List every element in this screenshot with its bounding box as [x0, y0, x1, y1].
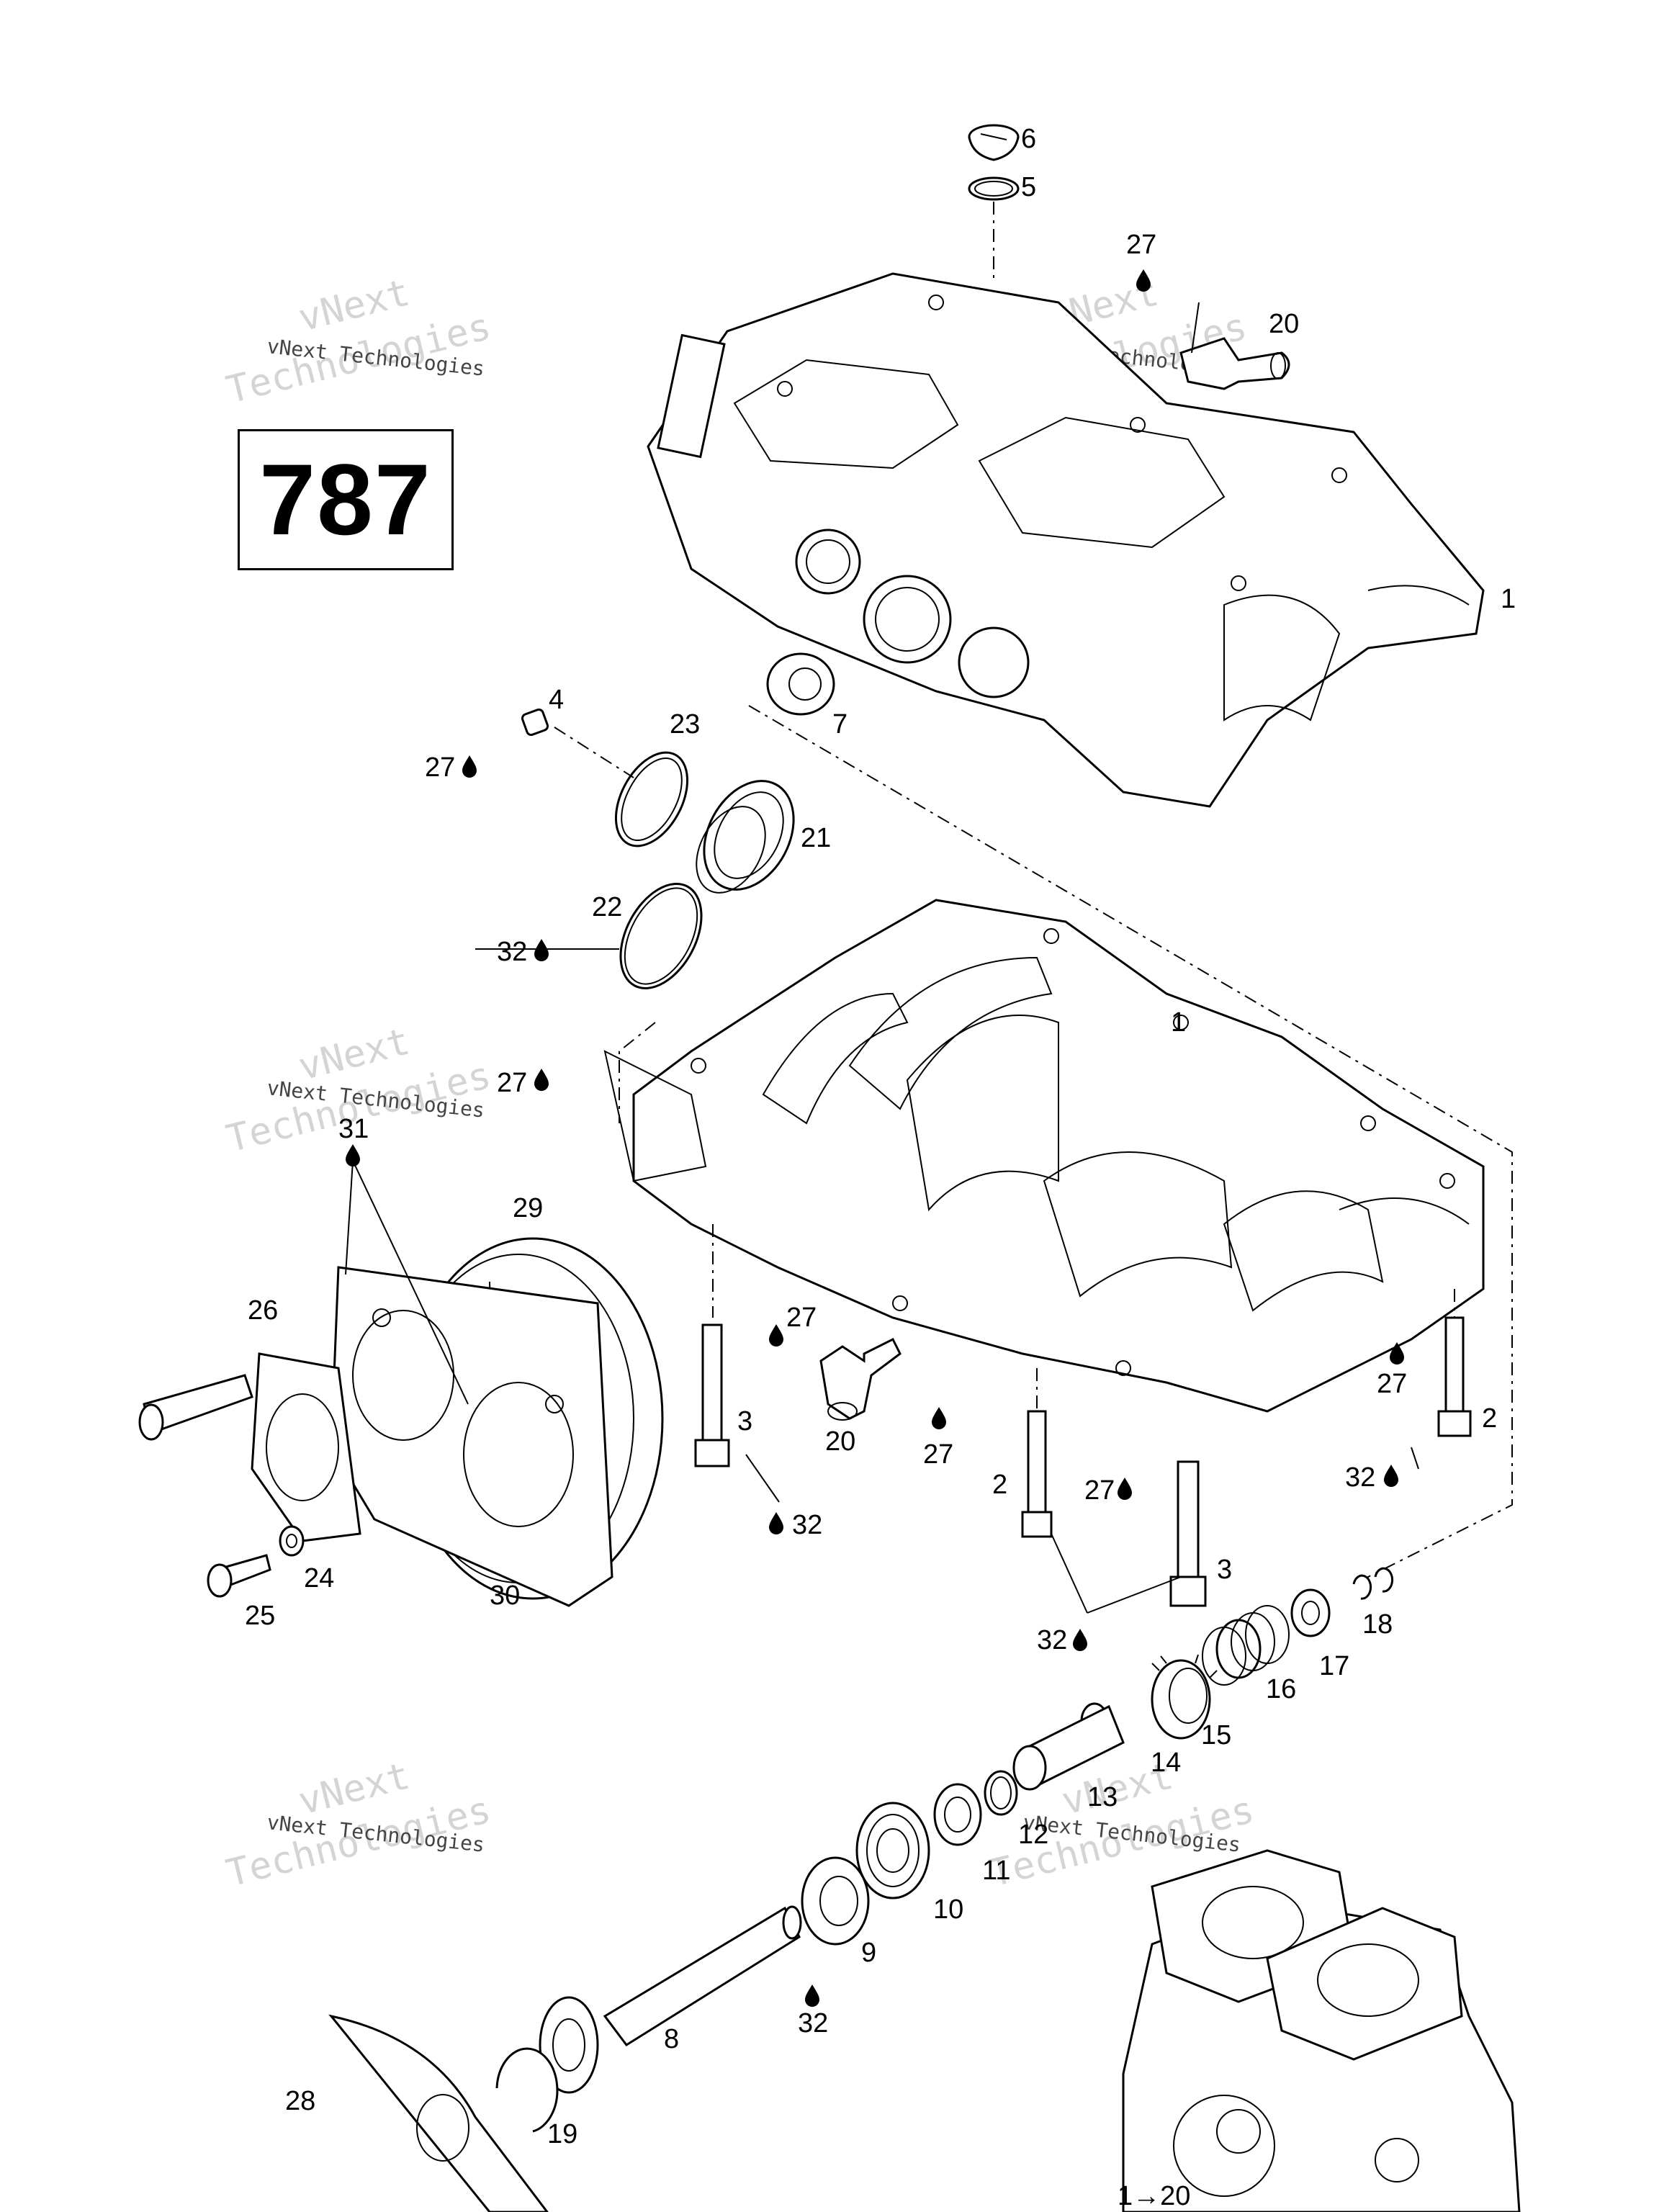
- circlip-part-23: [614, 751, 689, 848]
- model-number: 787: [259, 443, 432, 556]
- callout-28: 28: [285, 2086, 315, 2116]
- bearing-part-10: [855, 1802, 930, 1899]
- callout-27: 27: [786, 1303, 817, 1333]
- callout-21: 21: [801, 823, 831, 853]
- callout-15: 15: [1201, 1720, 1231, 1750]
- callout-17: 17: [1319, 1651, 1349, 1681]
- plug-part-4: [521, 708, 549, 737]
- callout-1-to-20: 1→20: [1118, 2181, 1190, 2211]
- callout-23: 23: [670, 709, 700, 739]
- callout-13: 13: [1087, 1782, 1118, 1812]
- washer-part-24: [279, 1525, 305, 1557]
- callout-16: 16: [1266, 1674, 1296, 1704]
- callout-22: 22: [592, 892, 622, 922]
- lower-crankcase-part-1: [603, 899, 1485, 1413]
- gear-part-15: [1151, 1654, 1218, 1740]
- filler-plug-part-6: [968, 124, 1020, 161]
- bearing-part-21: [696, 780, 795, 894]
- callout-25: 25: [245, 1601, 275, 1631]
- callout-10: 10: [933, 1894, 963, 1925]
- callout-32: 32: [497, 937, 527, 967]
- washer-part-11: [933, 1783, 982, 1846]
- callout-20: 20: [1269, 309, 1299, 339]
- stud-part-2-right: [1437, 1316, 1472, 1437]
- spring-part-16: [1202, 1605, 1290, 1686]
- callout-27: 27: [497, 1068, 527, 1098]
- callout-labels: 6 5 27 20 1 4 7 27 23 21 22 32 1 27 31 2…: [245, 124, 1516, 2211]
- callout-30: 30: [490, 1581, 520, 1611]
- callout-5: 5: [1021, 172, 1036, 202]
- circlip-part-18: [1352, 1567, 1394, 1600]
- callout-2: 2: [992, 1470, 1007, 1500]
- callout-2: 2: [1482, 1403, 1497, 1434]
- callout-31: 31: [338, 1114, 369, 1144]
- engine-thumbnail: [1122, 1849, 1521, 2212]
- callout-27: 27: [1377, 1369, 1407, 1399]
- washer-part-17: [1290, 1588, 1331, 1637]
- cover-part-28: [328, 2014, 549, 2212]
- callout-8: 8: [664, 2024, 679, 2054]
- model-number-badge: 787: [238, 429, 454, 570]
- callout-9: 9: [861, 1938, 876, 1968]
- gasket-part-26: [251, 1352, 361, 1542]
- callout-32: 32: [1345, 1462, 1375, 1493]
- callout-29: 29: [513, 1193, 543, 1223]
- callout-11: 11: [982, 1856, 1010, 1886]
- o-ring-part-22: [619, 883, 703, 989]
- callout-12: 12: [1018, 1820, 1048, 1850]
- elbow-fitting-part-20-lower: [819, 1337, 902, 1421]
- stud-part-2-center: [1021, 1410, 1053, 1538]
- upper-crankcase-part-1: [647, 272, 1485, 808]
- stud-part-3-left: [694, 1323, 730, 1467]
- callout-20: 20: [825, 1426, 855, 1457]
- callout-27: 27: [425, 752, 455, 783]
- callout-24: 24: [304, 1563, 334, 1593]
- callout-6: 6: [1021, 124, 1036, 154]
- callout-19: 19: [547, 2119, 577, 2149]
- stud-part-3-right: [1169, 1460, 1207, 1607]
- callout-18: 18: [1362, 1609, 1393, 1640]
- screw-part-25-long: [138, 1374, 253, 1441]
- callout-1: 1: [1171, 1007, 1186, 1038]
- callout-26: 26: [248, 1295, 278, 1326]
- callout-27: 27: [1084, 1475, 1115, 1506]
- callout-27: 27: [1126, 230, 1156, 260]
- callout-7: 7: [832, 709, 848, 739]
- circlip-part-19: [495, 2047, 559, 2133]
- watermark-bottom-left: vNext Technologies vNext Technologies: [222, 1755, 495, 1896]
- sleeve-part-13: [1012, 1704, 1125, 1791]
- o-ring-part-5: [968, 176, 1020, 201]
- callout-1: 1: [1501, 584, 1516, 614]
- shaft-part-8: [539, 1905, 802, 2094]
- callout-32: 32: [1037, 1625, 1067, 1655]
- screw-part-25: [207, 1554, 271, 1598]
- seal-part-9: [801, 1856, 870, 1946]
- callout-3: 3: [737, 1406, 752, 1437]
- callout-32: 32: [798, 2008, 828, 2038]
- elbow-fitting-part-20-upper: [1179, 337, 1290, 390]
- callout-4: 4: [549, 685, 564, 715]
- seal-part-7: [766, 652, 835, 716]
- cover-plate-part-30: [330, 1266, 613, 1607]
- callout-27: 27: [923, 1439, 953, 1470]
- watermark-top-left: vNext Technologies vNext Technologies: [222, 271, 495, 413]
- callout-14: 14: [1151, 1748, 1181, 1778]
- callout-3: 3: [1217, 1555, 1232, 1585]
- circlip-part-12: [984, 1770, 1018, 1816]
- callout-32: 32: [792, 1510, 822, 1540]
